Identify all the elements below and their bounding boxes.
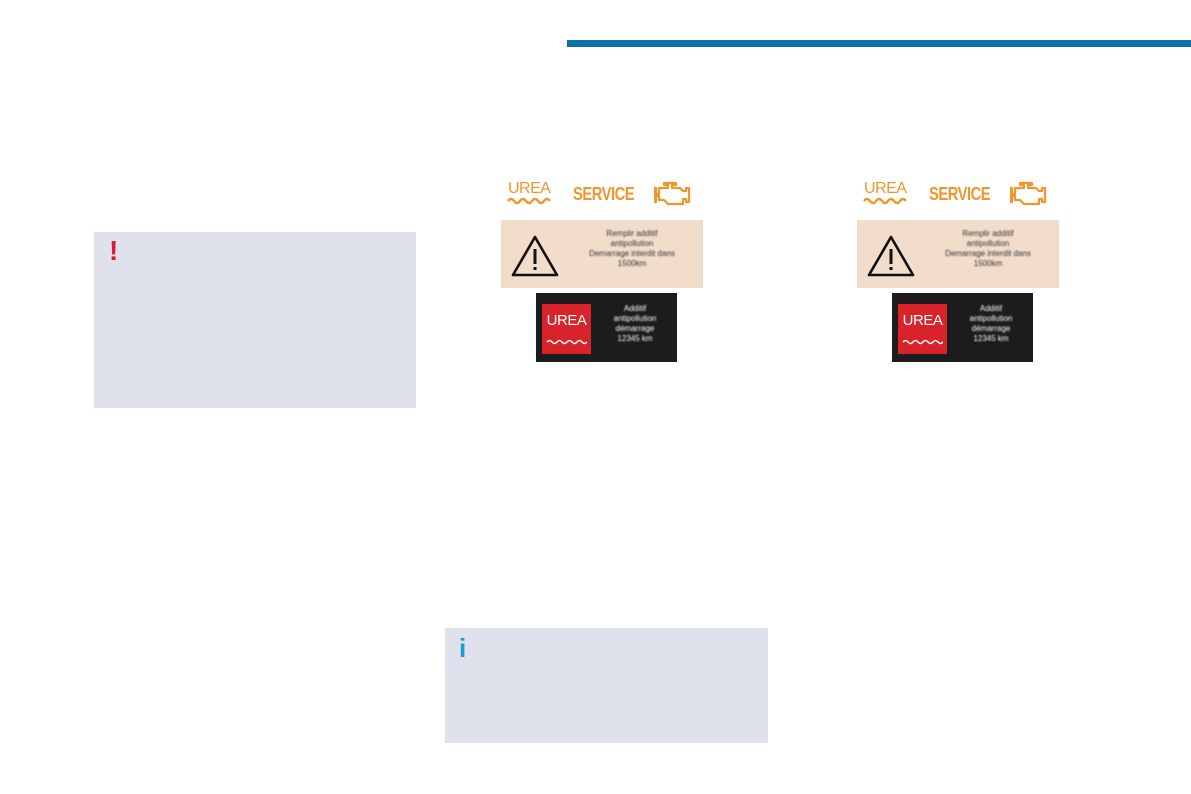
display-message-text: Additif antipollution démarrage 12345 km xyxy=(952,304,1030,344)
telltale-row: UREA SERVICE xyxy=(497,175,707,215)
urea-wave-icon xyxy=(546,339,587,345)
header-accent-rule xyxy=(567,40,1191,47)
alert-line: antipollution xyxy=(610,239,654,248)
engine-check-icon xyxy=(654,181,691,206)
alert-message-card: Remplir additif antipollution Demarrage … xyxy=(857,220,1059,288)
warning-triangle-icon xyxy=(867,235,915,277)
urea-tile-label: UREA xyxy=(546,312,587,329)
warning-triangle-icon xyxy=(511,235,559,277)
engine-check-icon xyxy=(1010,181,1047,206)
alert-message-text: Remplir additif antipollution Demarrage … xyxy=(565,229,699,269)
display-line: 12345 km xyxy=(617,334,653,343)
telltale-row: UREA SERVICE xyxy=(853,175,1063,215)
alert-line: Remplir additif xyxy=(962,229,1014,238)
urea-display-tile: UREA xyxy=(898,304,947,354)
display-line: démarrage xyxy=(615,324,655,333)
alert-message-card: Remplir additif antipollution Demarrage … xyxy=(501,220,703,288)
alert-message-text: Remplir additif antipollution Demarrage … xyxy=(921,229,1055,269)
alert-line: Demarrage interdit dans xyxy=(945,249,1031,258)
urea-tile-label: UREA xyxy=(902,312,943,329)
dashboard-illustration-1: UREA SERVICE Remplir additif antipolluti… xyxy=(497,175,707,375)
info-icon: i xyxy=(459,633,467,663)
display-line: antipollution xyxy=(613,314,657,323)
alert-line: antipollution xyxy=(966,239,1010,248)
display-line: Additif xyxy=(623,304,647,313)
exclamation-icon: ! xyxy=(109,235,119,266)
display-message-card: UREA Additif antipollution démarrage 123… xyxy=(536,293,677,362)
urea-wave-icon xyxy=(902,339,943,345)
urea-wave-icon xyxy=(863,197,907,205)
urea-telltale: UREA xyxy=(864,180,907,197)
display-line: antipollution xyxy=(969,314,1013,323)
display-line: démarrage xyxy=(971,324,1011,333)
display-message-text: Additif antipollution démarrage 12345 km xyxy=(596,304,674,344)
alert-line: 1500km xyxy=(617,259,647,268)
warning-note-box: ! xyxy=(94,232,416,408)
service-telltale: SERVICE xyxy=(929,184,991,204)
service-telltale: SERVICE xyxy=(573,184,635,204)
display-line: 12345 km xyxy=(973,334,1009,343)
urea-wave-icon xyxy=(507,197,551,205)
alert-line: 1500km xyxy=(973,259,1003,268)
display-message-card: UREA Additif antipollution démarrage 123… xyxy=(892,293,1033,362)
urea-telltale: UREA xyxy=(508,180,551,197)
dashboard-illustration-2: UREA SERVICE Remplir additif antipolluti… xyxy=(853,175,1063,375)
alert-line: Remplir additif xyxy=(606,229,658,238)
urea-display-tile: UREA xyxy=(542,304,591,354)
alert-line: Demarrage interdit dans xyxy=(589,249,675,258)
info-note-box: i xyxy=(445,628,768,743)
display-line: Additif xyxy=(979,304,1003,313)
